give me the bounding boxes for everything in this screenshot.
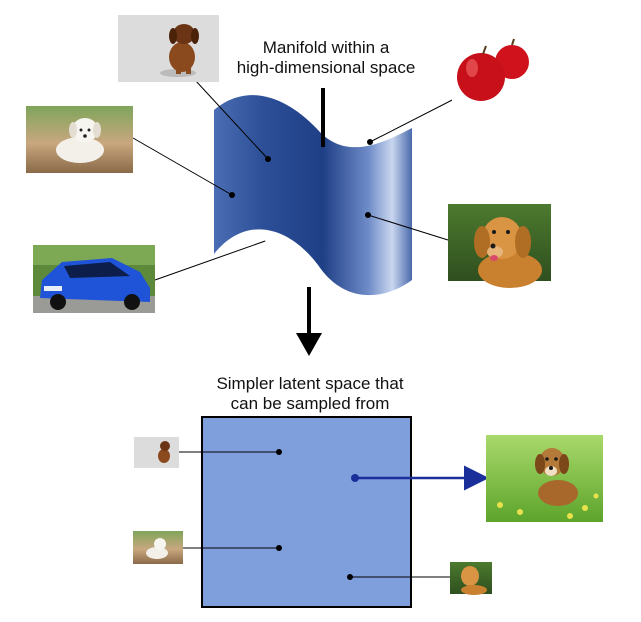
connector-apples [369,94,463,143]
connector-puppy-sitting [194,79,269,160]
connector-car [154,239,269,281]
small-golden-dog-photo [450,562,492,595]
connector-puppy-lying [132,137,233,196]
white-puppy-lying-photo [26,106,133,173]
point-puppy-lying [229,192,235,198]
latent-point-golden-dog [347,574,353,580]
blue-car-photo [33,245,155,313]
latent-caption: Simpler latent space that can be sampled… [190,374,430,414]
point-golden-dog [365,212,371,218]
point-apples [367,139,373,145]
small-puppy-lying-photo [133,531,183,564]
point-puppy-sitting [265,156,271,162]
generated-dog-in-grass-photo [486,435,603,522]
latent-caption-line2: can be sampled from [230,394,390,413]
manifold-surface [214,95,412,296]
puppy-sitting-photo [118,15,219,82]
golden-retriever-photo [448,204,551,288]
manifold-caption: Manifold within a high-dimensional space [226,38,426,78]
latent-caption-line1: Simpler latent space that [216,374,404,393]
connector-golden-dog [367,214,449,241]
point-car [265,237,271,243]
small-puppy-sitting-photo [134,437,179,468]
manifold-caption-line2: high-dimensional space [236,58,416,77]
latent-space-square [201,416,412,608]
latent-sample-point [351,474,359,482]
latent-point-puppy-sitting [276,449,282,455]
latent-point-puppy-lying [276,545,282,551]
down-arrow-head [296,333,322,356]
red-apples-photo [452,37,535,104]
manifold-caption-line1: Manifold within a [262,38,390,57]
